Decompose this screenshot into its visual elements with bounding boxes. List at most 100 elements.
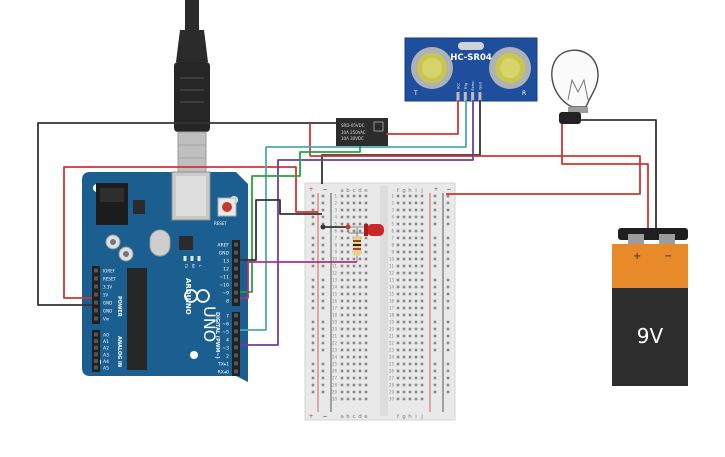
breadboard-column-label: j bbox=[420, 414, 423, 420]
breadboard-row-number: 7 bbox=[334, 236, 337, 241]
breadboard-row-number: 9 bbox=[391, 250, 394, 255]
breadboard-row-number: 27 bbox=[389, 376, 395, 381]
arduino-uno-board: ARDUINO UNO POWER ANALOG IN DIGITAL (PWM… bbox=[82, 171, 248, 382]
digital-pin-label: 7 bbox=[226, 314, 229, 320]
digital-pin-label: ~5 bbox=[222, 330, 229, 336]
digital-pin-label: GND bbox=[219, 251, 230, 257]
breadboard-row-number: 20 bbox=[389, 327, 395, 332]
breadboard-column-label: d bbox=[358, 188, 362, 194]
wire-purple-echo bbox=[240, 100, 474, 346]
power-pin-label: 5V bbox=[103, 293, 109, 298]
wire-red-rail bbox=[310, 155, 641, 195]
rail-minus-label: − bbox=[322, 413, 327, 420]
breadboard-row-number: 29 bbox=[332, 390, 338, 395]
sensor-pin-label: Echo bbox=[470, 81, 475, 91]
breadboard-row-number: 22 bbox=[332, 341, 338, 346]
power-pin-label: Vin bbox=[103, 317, 110, 322]
digital-pin-label: ~9 bbox=[222, 291, 229, 297]
breadboard-row-number: 28 bbox=[332, 383, 338, 388]
digital-pin-label: 12 bbox=[223, 267, 229, 273]
power-pin-label: RESET bbox=[103, 277, 116, 282]
battery-plus-label: + bbox=[633, 251, 641, 262]
breadboard-row-number: 2 bbox=[334, 201, 337, 206]
light-bulb bbox=[551, 49, 599, 124]
usb-cable bbox=[174, 0, 210, 173]
status-led bbox=[190, 256, 194, 261]
breadboard-column-label: f bbox=[397, 188, 400, 194]
breadboard-row-number: 10 bbox=[389, 257, 395, 262]
breadboard-row-number: 23 bbox=[389, 348, 395, 353]
analog-pin-label: A1 bbox=[103, 339, 109, 345]
breadboard-row-number: 19 bbox=[389, 320, 395, 325]
wire-magenta-led bbox=[240, 261, 357, 299]
digital-pin-label: RX◂0 bbox=[218, 370, 229, 376]
breadboard-row-number: 14 bbox=[389, 285, 395, 290]
wires bbox=[37, 100, 657, 346]
breadboard-column-label: d bbox=[358, 414, 362, 420]
breadboard-row-number: 27 bbox=[332, 376, 338, 381]
breadboard-column-label: h bbox=[408, 414, 412, 420]
analog-pin-label: A5 bbox=[103, 366, 109, 372]
wire-red-bulb-battery bbox=[561, 124, 649, 228]
status-led-label: TX bbox=[184, 263, 188, 269]
breadboard-row-number: 11 bbox=[389, 264, 395, 269]
analog-section-label: ANALOG IN bbox=[116, 336, 122, 367]
rail-minus-label: − bbox=[446, 186, 451, 193]
breadboard-row-number: 9 bbox=[334, 250, 337, 255]
breadboard-row-number: 4 bbox=[391, 215, 394, 220]
breadboard-row-number: 15 bbox=[332, 292, 338, 297]
digital-pin-label: 13 bbox=[223, 259, 229, 265]
relay-line3: 10A 30VDC bbox=[341, 136, 364, 141]
breadboard-row-number: 14 bbox=[332, 285, 338, 290]
resistor bbox=[353, 228, 361, 262]
arduino-pin-labels: IOREFRESET3.3V5VGNDGNDVinA0A1A2A3A4A5ARE… bbox=[94, 242, 238, 376]
digital-pin-label: 4 bbox=[226, 338, 229, 344]
sensor-pin-label: Vcc bbox=[456, 83, 461, 90]
power-section-label: POWER bbox=[116, 296, 122, 317]
relay-line1: SRD-05VDC bbox=[341, 123, 365, 128]
wire-black-sensor-gnd bbox=[321, 100, 481, 184]
digital-pin-label: ~3 bbox=[222, 346, 229, 352]
power-pin-label: IOREF bbox=[103, 269, 116, 274]
breadboard-row-number: 5 bbox=[334, 222, 337, 227]
digital-header-top bbox=[232, 240, 240, 306]
breadboard-row-number: 25 bbox=[332, 362, 338, 367]
power-pin-label: 3.3V bbox=[103, 285, 112, 290]
breadboard-column-label: b bbox=[346, 188, 350, 194]
breadboard-column-label: c bbox=[352, 188, 355, 194]
sensor-corner-left: T bbox=[413, 90, 418, 97]
breadboard-row-number: 24 bbox=[389, 355, 395, 360]
analog-header bbox=[92, 330, 100, 372]
rail-minus-label: − bbox=[322, 186, 327, 193]
analog-pin-label: A4 bbox=[103, 359, 109, 365]
wire-red-relay-sensor bbox=[386, 100, 459, 135]
relay-line2: 10A 250VAC bbox=[341, 130, 366, 135]
breadboard-row-number: 21 bbox=[389, 334, 395, 339]
reset-label: RESET bbox=[214, 221, 227, 226]
breadboard-row-number: 20 bbox=[332, 327, 338, 332]
digital-pin-label: AREF bbox=[217, 243, 229, 249]
breadboard-row-number: 6 bbox=[391, 229, 394, 234]
breadboard-row-number: 17 bbox=[389, 306, 395, 311]
breadboard-holes bbox=[311, 194, 450, 401]
battery-voltage-label: 9V bbox=[637, 324, 664, 348]
wire-teal-trig bbox=[240, 100, 467, 331]
wire-black-relay-ground bbox=[37, 122, 336, 306]
breadboard-row-number: 5 bbox=[391, 222, 394, 227]
breadboard-row-number: 25 bbox=[389, 362, 395, 367]
rail-plus-label: + bbox=[308, 413, 313, 420]
breadboard-row-number: 29 bbox=[389, 390, 395, 395]
sensor-model: HC-SR04 bbox=[450, 53, 492, 63]
wire-black-bulb-battery bbox=[580, 119, 657, 228]
breadboard-row-number: 26 bbox=[332, 369, 338, 374]
rail-plus-label: + bbox=[308, 186, 313, 193]
sensor-pin-label: Trig bbox=[463, 82, 468, 90]
breadboard-row-number: 18 bbox=[332, 313, 338, 318]
breadboard-row-number: 11 bbox=[332, 264, 338, 269]
breadboard-row-number: 18 bbox=[389, 313, 395, 318]
breadboard-column-label: i bbox=[415, 414, 417, 420]
breadboard-row-number: 12 bbox=[389, 271, 395, 276]
